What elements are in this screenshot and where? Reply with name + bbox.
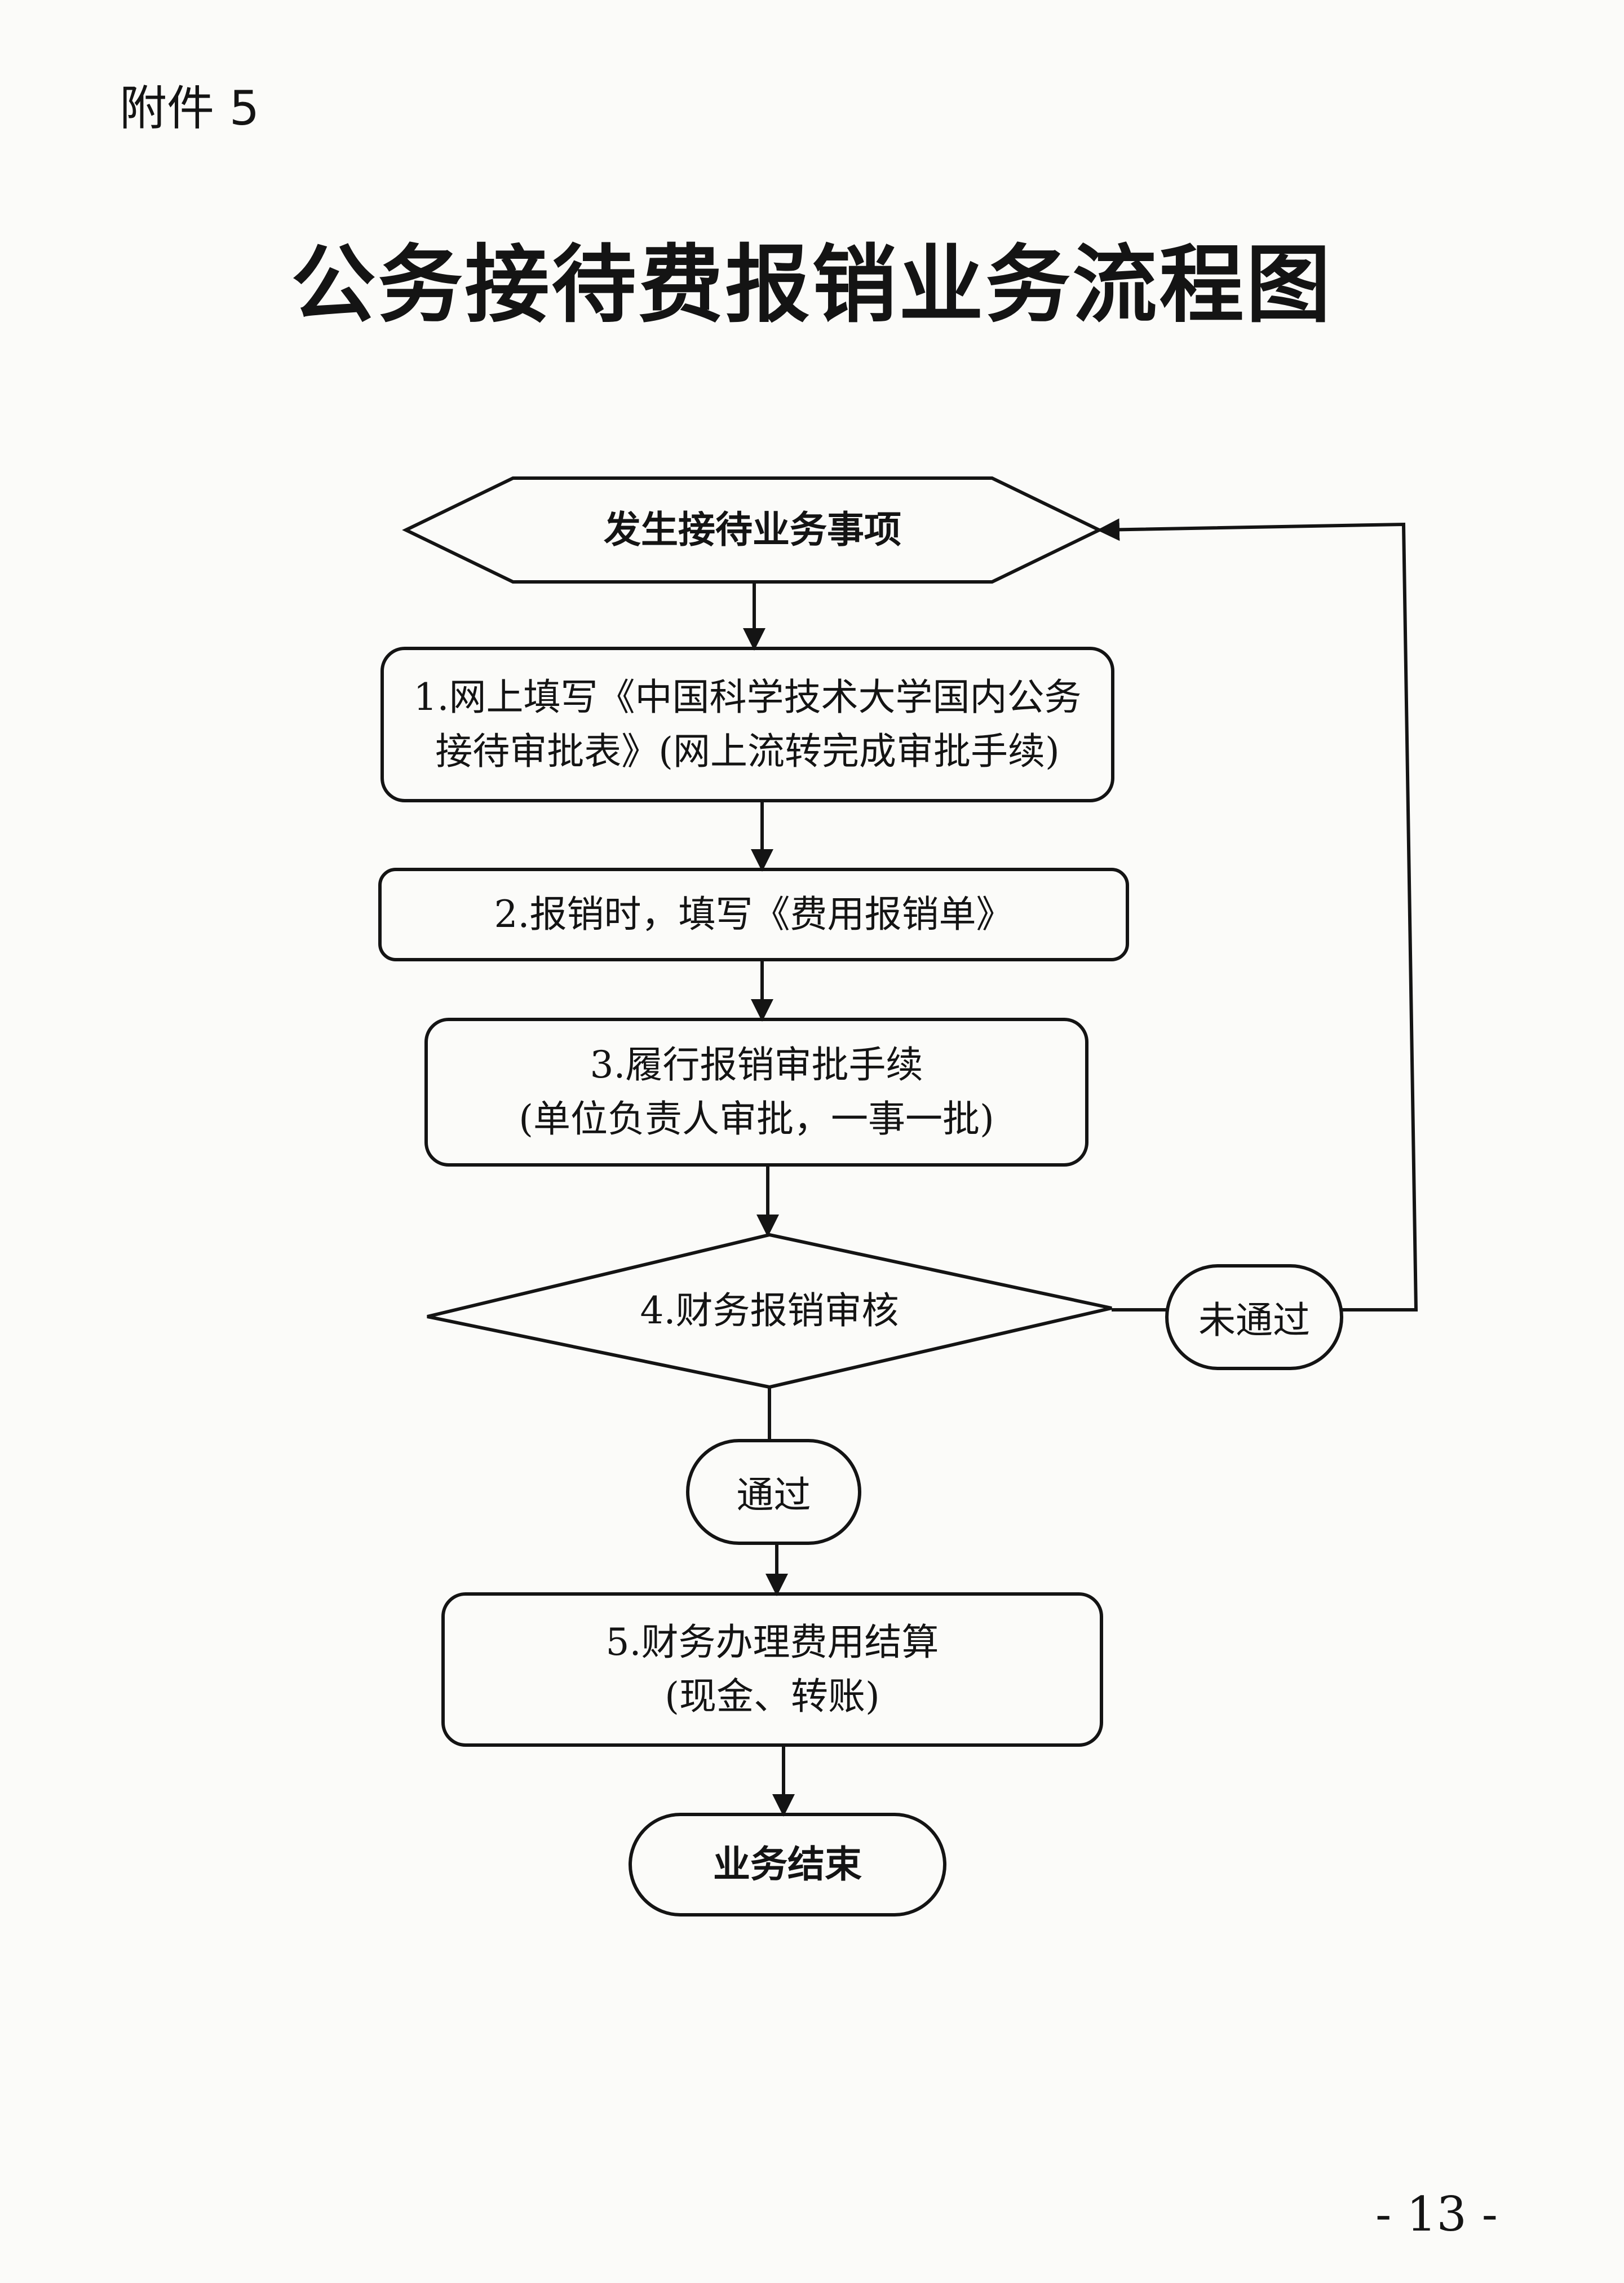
step1-line2: 接待审批表》(网上流转完成审批手续) xyxy=(435,730,1060,773)
step3-node: 3.履行报销审批手续 (单位负责人审批，一事一批) xyxy=(426,1019,1087,1165)
step5-line2: (现金、转账) xyxy=(665,1675,880,1718)
fail-label: 未通过 xyxy=(1198,1299,1310,1342)
page-number: - 13 - xyxy=(1375,2187,1498,2242)
attachment-label: 附件 5 xyxy=(120,81,260,136)
step3-line1: 3.履行报销审批手续 xyxy=(590,1043,923,1087)
step5-line1: 5.财务办理费用结算 xyxy=(605,1620,939,1664)
step1-node: 1.网上填写《中国科学技术大学国内公务 接待审批表》(网上流转完成审批手续) xyxy=(382,648,1113,801)
document-title: 公务接待费报销业务流程图 xyxy=(291,235,1333,334)
end-node-label: 业务结束 xyxy=(713,1842,862,1887)
step5-node: 5.财务办理费用结算 (现金、转账) xyxy=(443,1594,1101,1745)
step1-line1: 1.网上填写《中国科学技术大学国内公务 xyxy=(413,675,1082,719)
fail-pill xyxy=(1165,1264,1343,1370)
start-node-label: 发生接待业务事项 xyxy=(604,507,901,552)
pass-pill xyxy=(686,1439,861,1545)
decision-node-label: 4.财务报销审核 xyxy=(640,1289,899,1333)
step3-line2: (单位负责人审批，一事一批) xyxy=(519,1097,994,1141)
arrow-fail-start xyxy=(1097,518,1418,1311)
pass-label: 通过 xyxy=(736,1473,811,1517)
step2-node-label: 2.报销时，填写《费用报销单》 xyxy=(494,893,1014,937)
